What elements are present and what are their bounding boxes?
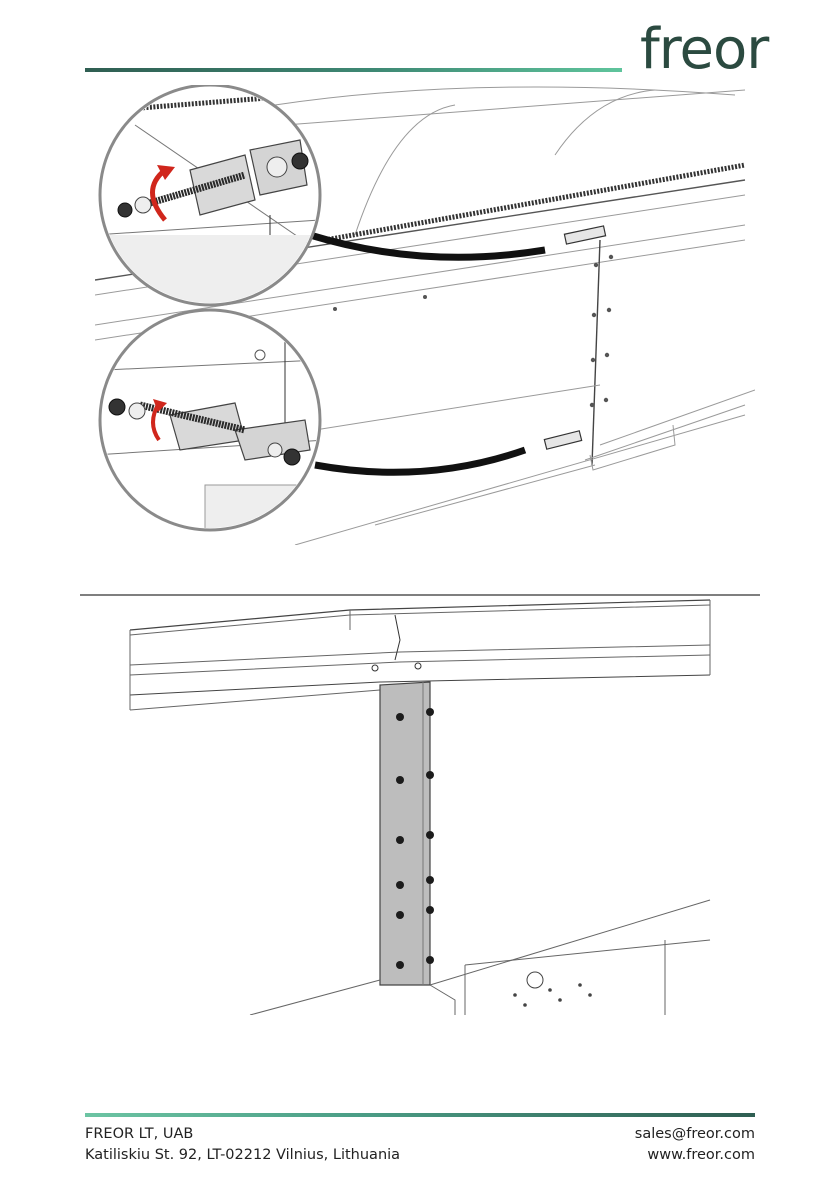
detail-circle-upper — [95, 85, 325, 315]
contact-website[interactable]: www.freor.com — [635, 1145, 755, 1166]
footer-rule — [85, 1113, 755, 1117]
freor-logo: freor — [640, 22, 768, 78]
assembly-illustration-top — [95, 85, 755, 545]
header-rule — [85, 68, 622, 72]
company-name: FREOR LT, UAB — [85, 1124, 400, 1145]
footer-company-block: FREOR LT, UAB Katiliskiu St. 92, LT-0221… — [85, 1124, 400, 1166]
footer-contact-block: sales@freor.com www.freor.com — [635, 1124, 755, 1166]
detail-circle-lower — [95, 310, 325, 530]
contact-email[interactable]: sales@freor.com — [635, 1124, 755, 1145]
company-address: Katiliskiu St. 92, LT-02212 Vilnius, Lit… — [85, 1145, 400, 1166]
assembly-illustration-bottom — [80, 590, 760, 1015]
